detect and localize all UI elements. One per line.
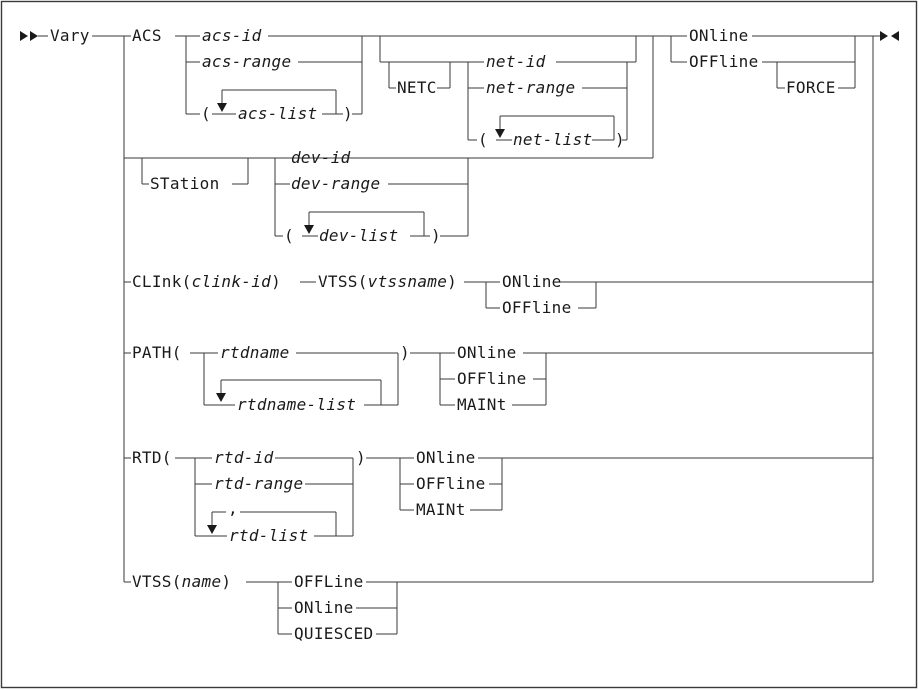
netc-keyword: NETC bbox=[397, 78, 437, 97]
acs-list-param: acs-list bbox=[238, 104, 317, 123]
rtd-id-param: rtd-id bbox=[214, 448, 274, 467]
rtd-list-param: rtd-list bbox=[229, 526, 308, 545]
dev-id-param: dev-id bbox=[291, 148, 351, 167]
net-range-param: net-range bbox=[486, 78, 575, 97]
station-keyword: STation bbox=[150, 174, 220, 193]
dev-list-close-paren: ) bbox=[431, 226, 441, 245]
repeat-arrow-icon bbox=[304, 225, 314, 234]
dev-range-param: dev-range bbox=[291, 174, 380, 193]
net-list-param: net-list bbox=[513, 130, 592, 149]
repeat-arrow-icon bbox=[207, 525, 217, 534]
repeat-arrow-icon bbox=[217, 103, 227, 112]
rtd-keyword: RTD( bbox=[132, 448, 172, 467]
start-marker-icon bbox=[20, 31, 48, 41]
acs-list-close-paren: ) bbox=[343, 104, 353, 123]
rtdname-param: rtdname bbox=[220, 343, 290, 362]
vtss-online-option: ONline bbox=[294, 598, 354, 617]
acs-online-option: ONline bbox=[689, 26, 749, 45]
vtss-offline-option: OFFLine bbox=[294, 572, 364, 591]
path-maint-option: MAINt bbox=[457, 395, 507, 414]
path-online-option: ONline bbox=[457, 343, 517, 362]
clink-offline-option: OFFline bbox=[502, 298, 572, 317]
repeat-arrow-icon bbox=[495, 129, 505, 138]
acs-id-param: acs-id bbox=[202, 26, 262, 45]
acs-offline-option: OFFline bbox=[689, 52, 759, 71]
clink-keyword: CLInk(clink-id) bbox=[132, 272, 281, 291]
path-close-paren: ) bbox=[400, 343, 410, 362]
acs-range-param: acs-range bbox=[202, 52, 291, 71]
repeat-arrow-icon bbox=[216, 393, 226, 402]
dev-list-open-paren: ( bbox=[284, 226, 294, 245]
dev-list-param: dev-list bbox=[319, 226, 398, 245]
acs-keyword: ACS bbox=[132, 26, 162, 45]
end-marker-icon bbox=[880, 31, 899, 41]
net-list-open-paren: ( bbox=[478, 130, 488, 149]
clink-vtss-keyword: VTSS(vtssname) bbox=[318, 272, 457, 291]
acs-list-open-paren: ( bbox=[201, 104, 211, 123]
net-list-close-paren: ) bbox=[615, 130, 625, 149]
rtd-offline-option: OFFline bbox=[416, 474, 486, 493]
force-option: FORCE bbox=[786, 78, 836, 97]
rtd-online-option: ONline bbox=[416, 448, 476, 467]
vtss-quiesced-option: QUIESCED bbox=[294, 624, 373, 643]
rtd-maint-option: MAINt bbox=[416, 500, 466, 519]
command-keyword: Vary bbox=[50, 26, 90, 45]
path-keyword: PATH( bbox=[132, 343, 182, 362]
rtd-range-param: rtd-range bbox=[214, 474, 303, 493]
rtd-list-separator: , bbox=[228, 499, 238, 518]
net-id-param: net-id bbox=[486, 52, 546, 71]
clink-online-option: ONline bbox=[502, 272, 562, 291]
rtd-close-paren: ) bbox=[356, 448, 366, 467]
rtdname-list-param: rtdname-list bbox=[237, 395, 356, 414]
path-offline-option: OFFline bbox=[457, 369, 527, 388]
vtss-keyword: VTSS(name) bbox=[132, 572, 231, 591]
